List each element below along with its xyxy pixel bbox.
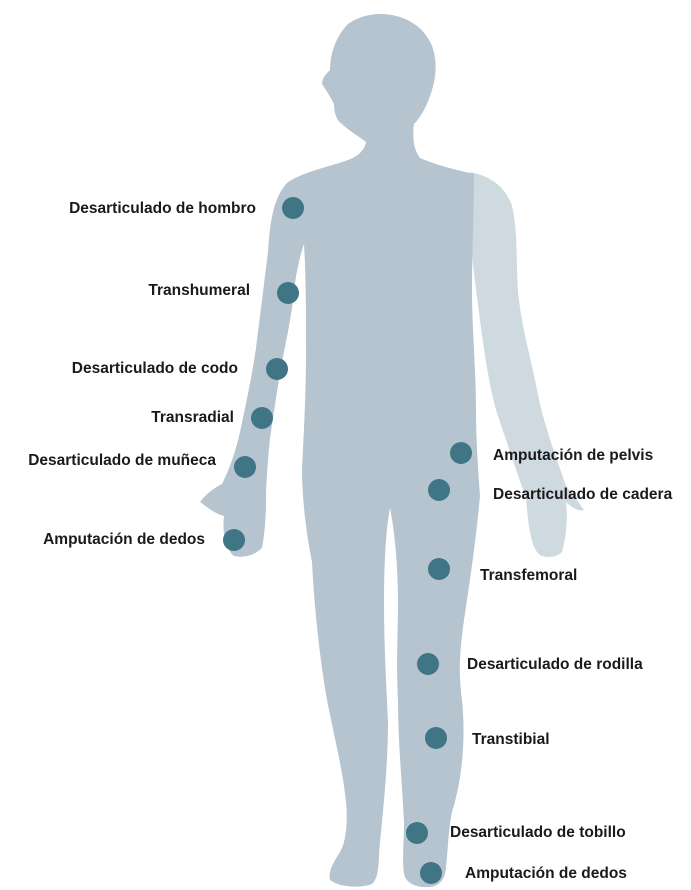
label-pelvis: Amputación de pelvis [493,446,653,466]
label-knee: Desarticulado de rodilla [467,655,643,675]
label-transtibial: Transtibial [472,730,550,750]
label-elbow: Desarticulado de codo [72,359,238,379]
label-transhumeral: Transhumeral [148,281,250,301]
label-hip: Desarticulado de cadera [493,485,672,505]
label-toes: Amputación de dedos [465,864,627,884]
marker-hip[interactable] [428,479,450,501]
marker-toes[interactable] [420,862,442,884]
marker-transhumeral[interactable] [277,282,299,304]
marker-fingers[interactable] [223,529,245,551]
marker-shoulder[interactable] [282,197,304,219]
marker-transfemoral[interactable] [428,558,450,580]
label-ankle: Desarticulado de tobillo [450,823,626,843]
label-transradial: Transradial [151,408,234,428]
marker-elbow[interactable] [266,358,288,380]
label-fingers: Amputación de dedos [43,530,205,550]
marker-pelvis[interactable] [450,442,472,464]
marker-transradial[interactable] [251,407,273,429]
label-shoulder: Desarticulado de hombro [69,199,256,219]
marker-knee[interactable] [417,653,439,675]
body-silhouette [200,14,480,887]
marker-wrist[interactable] [234,456,256,478]
marker-ankle[interactable] [406,822,428,844]
label-transfemoral: Transfemoral [480,566,577,586]
label-wrist: Desarticulado de muñeca [28,451,216,471]
marker-transtibial[interactable] [425,727,447,749]
